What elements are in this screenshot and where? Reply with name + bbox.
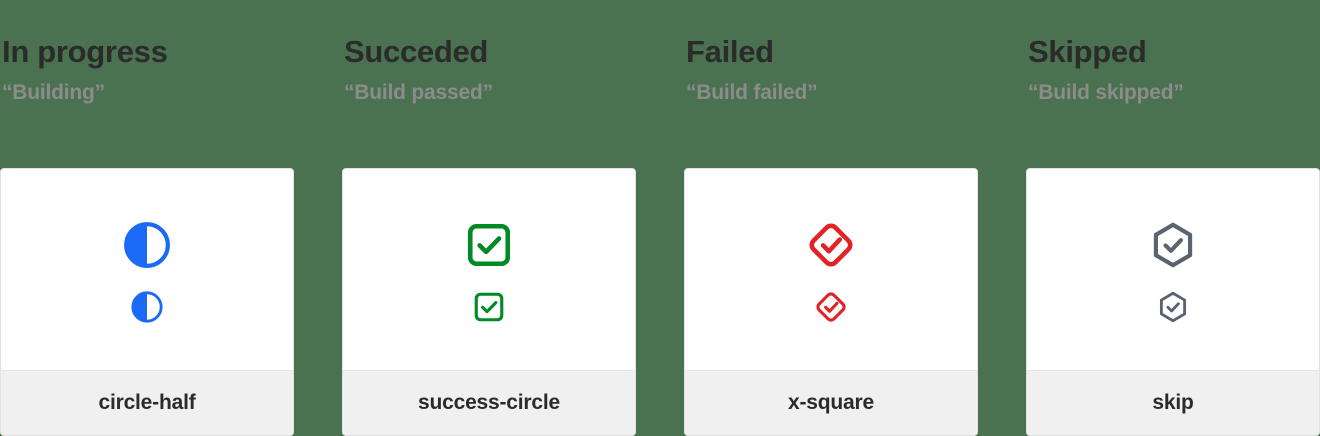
circle-half-icon [131, 290, 163, 323]
success-circle-icon [467, 223, 511, 266]
status-title: In progress [2, 34, 168, 69]
icon-card-footer: success-circle [343, 370, 635, 435]
status-heading-failed: Failed “Build failed” [684, 0, 1026, 168]
icon-card-label: success-circle [418, 391, 560, 414]
icon-card-success-circle[interactable]: success-circle [342, 168, 636, 436]
status-heading-in-progress: In progress “Building” [0, 0, 342, 168]
skip-icon [1153, 222, 1193, 267]
icon-card-body [343, 169, 635, 370]
x-square-icon [816, 291, 846, 322]
icon-card-skip[interactable]: skip [1026, 168, 1320, 436]
icon-card-body [685, 169, 977, 370]
status-caption: “Building” [2, 80, 105, 104]
status-caption: “Build skipped” [1028, 80, 1184, 104]
status-title: Succeded [344, 34, 489, 69]
icon-card-body [1027, 169, 1319, 370]
icon-card-footer: circle-half [1, 370, 293, 435]
status-heading-succeded: Succeded “Build passed” [342, 0, 684, 168]
status-caption: “Build passed” [344, 80, 493, 104]
icon-card-label: circle-half [98, 391, 196, 414]
status-title: Skipped [1028, 34, 1147, 69]
circle-half-icon [124, 221, 170, 268]
success-circle-icon [474, 292, 504, 321]
icon-card-footer: skip [1027, 370, 1319, 435]
status-headings-row: In progress “Building” Succeded “Build p… [0, 0, 1320, 168]
x-square-icon [809, 222, 853, 267]
icon-card-body [1, 169, 293, 370]
icon-card-footer: x-square [685, 370, 977, 435]
icon-card-label: skip [1152, 391, 1194, 414]
icon-card-x-square[interactable]: x-square [684, 168, 978, 436]
status-caption: “Build failed” [686, 80, 818, 104]
skip-icon [1159, 291, 1187, 322]
icon-cards-row: circle-half success-circle [0, 168, 1320, 436]
status-heading-skipped: Skipped “Build skipped” [1026, 0, 1320, 168]
status-title: Failed [686, 34, 774, 69]
icon-card-circle-half[interactable]: circle-half [0, 168, 294, 436]
icon-card-label: x-square [788, 391, 874, 414]
